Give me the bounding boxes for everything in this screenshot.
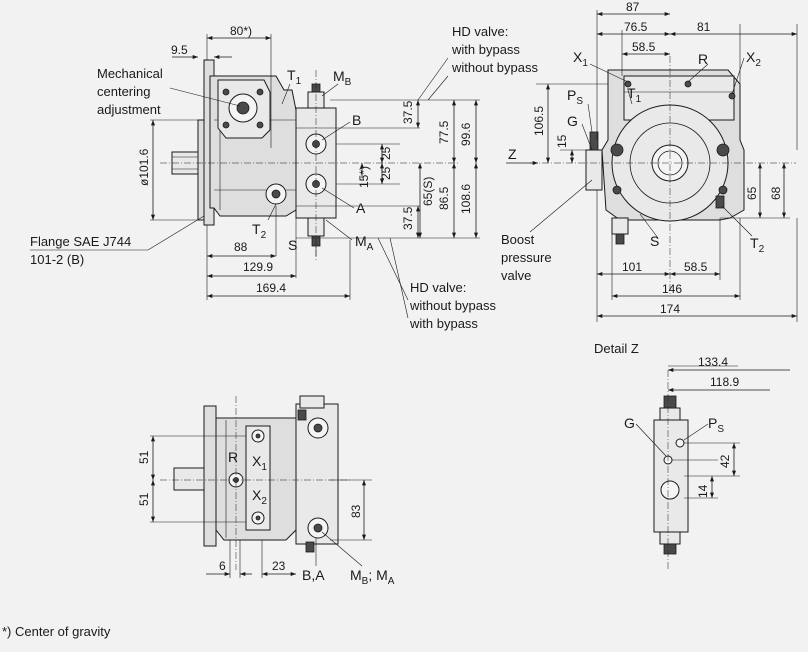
dim-101: 101 (622, 260, 642, 274)
dim-65-front: 65 (745, 186, 759, 200)
dim-51b: 51 (137, 492, 151, 506)
top-drive-shaft (173, 467, 205, 491)
label-r: R (698, 51, 708, 67)
dim-42: 42 (718, 454, 732, 468)
dim-6: 6 (219, 559, 226, 573)
port-ps-detail (675, 438, 685, 448)
label-r-top: R (228, 449, 238, 465)
label-t1: T1 (287, 67, 302, 87)
splined-shaft (651, 144, 689, 182)
dim-65s: 65(S) (421, 177, 435, 206)
callout-centering: centering (97, 84, 150, 99)
label-ba: B,A (302, 567, 325, 583)
dim-86-5: 86.5 (437, 186, 451, 210)
label-ps: PS (567, 87, 583, 107)
label-x2: X2 (746, 49, 761, 69)
dim-37-5a: 37.5 (401, 100, 415, 124)
label-t1-front: T1 (627, 85, 642, 105)
label-mb: MB (333, 68, 352, 88)
dim-9-5: 9.5 (171, 43, 188, 57)
callout-hd-bot-2: without bypass (409, 298, 496, 313)
dim-108-6: 108.6 (459, 184, 473, 214)
label-x1-top: X1 (252, 453, 267, 473)
dim-25a: 25 (379, 146, 393, 160)
callout-boost-1: Boost (501, 232, 535, 247)
dim-80: 80*) (230, 24, 252, 38)
detail-z: Detail Z 133.4 118.9 42 14 G PS (594, 341, 790, 570)
dim-146: 146 (662, 282, 682, 296)
dim-118-9: 118.9 (710, 375, 739, 389)
dim-58-5: 58.5 (632, 40, 656, 54)
label-x1: X1 (573, 49, 588, 69)
label-s-front: S (650, 233, 659, 249)
footnote-center-of-gravity: *) Center of gravity (2, 624, 111, 639)
label-g-detail: G (624, 415, 635, 431)
dim-133-4: 133.4 (698, 355, 728, 369)
label-x2-top: X2 (252, 487, 267, 507)
callout-flange-1: Flange SAE J744 (30, 234, 131, 249)
dim-99-6: 99.6 (459, 122, 473, 146)
callout-boost-3: valve (501, 268, 531, 283)
dim-15-cg: 15*) (357, 166, 371, 188)
detail-z-block (653, 419, 689, 533)
dim-58-5b: 58.5 (684, 260, 708, 274)
label-ma: MA (355, 233, 374, 253)
callout-hd-top-2: with bypass (451, 42, 520, 57)
dim-37-5b: 37.5 (401, 206, 415, 230)
label-s: S (288, 237, 297, 253)
dim-83: 83 (349, 504, 363, 518)
view-z-label: Z (508, 146, 517, 162)
dim-68: 68 (769, 186, 783, 200)
dim-25b: 25 (379, 166, 393, 180)
dim-87: 87 (626, 0, 640, 14)
dim-81: 81 (697, 20, 711, 34)
label-t2-front: T2 (750, 235, 765, 255)
side-view: 80*) 9.5 ø101.6 88 129.9 169.4 37.5 77.5 (30, 24, 538, 331)
dim-51a: 51 (137, 450, 151, 464)
callout-boost-2: pressure (501, 250, 552, 265)
label-t2: T2 (252, 221, 267, 241)
dim-14: 14 (696, 484, 710, 498)
label-b: B (352, 112, 361, 128)
callout-hd-top-3: without bypass (451, 60, 538, 75)
detail-z-title: Detail Z (594, 341, 639, 356)
dim-76-5: 76.5 (624, 20, 648, 34)
label-mb-ma: MB; MA (350, 567, 395, 587)
callout-mechanical: Mechanical (97, 66, 163, 81)
dim-77-5: 77.5 (437, 120, 451, 144)
label-a: A (356, 200, 366, 216)
boost-pressure-valve (585, 149, 603, 191)
callout-hd-bot-3: with bypass (409, 316, 478, 331)
callout-hd-bot-1: HD valve: (410, 280, 466, 295)
callout-adjustment: adjustment (97, 102, 161, 117)
dim-88: 88 (234, 240, 248, 254)
callout-hd-top-1: HD valve: (452, 24, 508, 39)
dim-129-9: 129.9 (243, 260, 273, 274)
label-g: G (567, 113, 578, 129)
dim-174: 174 (660, 302, 680, 316)
dim-15-front: 15 (555, 134, 569, 148)
dim-23: 23 (272, 559, 286, 573)
dim-106-5: 106.5 (532, 106, 546, 136)
callout-flange-2: 101-2 (B) (30, 252, 84, 267)
front-view: 87 76.5 81 58.5 106.5 15 Z 65 68 101 58.… (501, 0, 798, 322)
dim-169-4: 169.4 (256, 281, 286, 295)
top-view: 51 51 83 6 23 R X1 X2 B,A MB; MA (137, 395, 395, 587)
dim-101-6: ø101.6 (137, 148, 151, 186)
label-ps-detail: PS (708, 415, 724, 435)
